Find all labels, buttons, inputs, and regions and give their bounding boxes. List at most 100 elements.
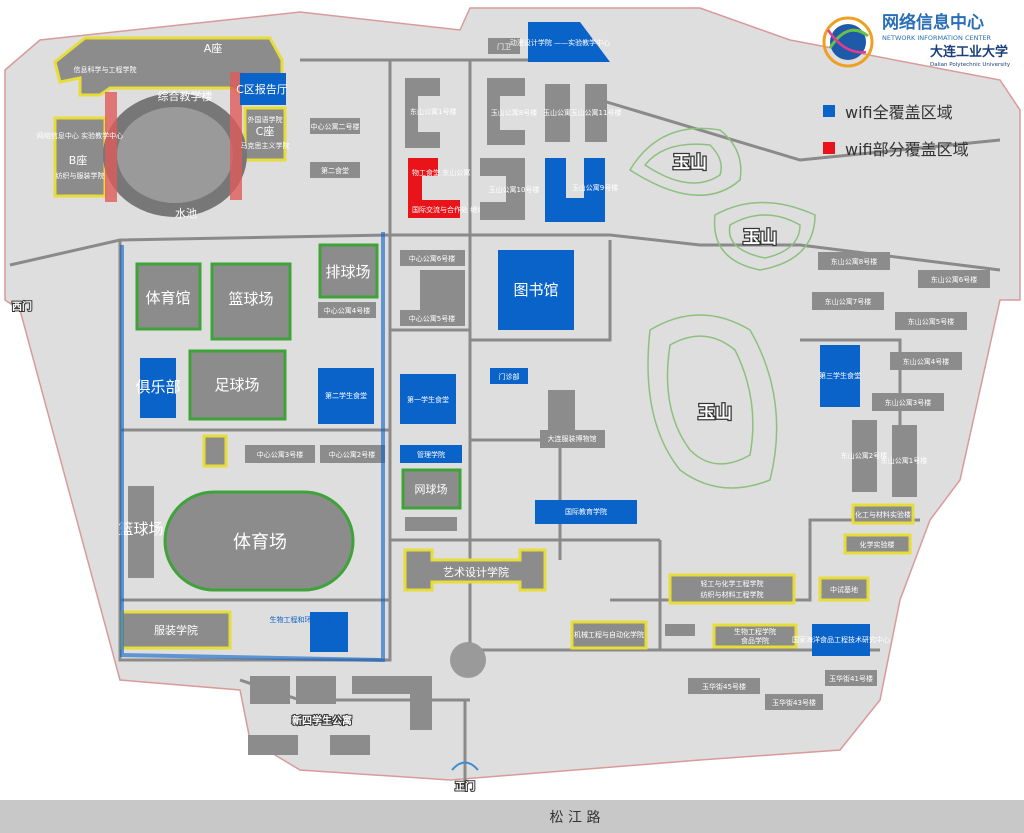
basketball-2-label: 篮球场 xyxy=(118,520,163,538)
red-building-sub-label: 国际交流与合作处 继续教育学院 xyxy=(412,205,512,214)
a-zuo-label: A座 xyxy=(204,41,223,55)
yushan-dorm-a-label: 玉山公寓8号楼 xyxy=(491,108,537,117)
yuhua-45 xyxy=(688,678,760,694)
legend-partial-label: wifi部分覆盖区域 xyxy=(845,140,969,159)
yushan-dorm-a xyxy=(487,78,525,145)
second-canteen-label: 第二学生食堂 xyxy=(325,391,367,400)
west-mid-building-2 xyxy=(310,162,360,178)
yushan-hills xyxy=(628,127,816,489)
logo-title-cn: 网络信息中心 xyxy=(882,12,984,33)
gymnasium-label: 体育馆 xyxy=(145,289,190,307)
bio-training-center xyxy=(310,612,348,652)
tennis-label: 网球场 xyxy=(415,482,448,496)
yuhua-45-label: 玉华街45号楼 xyxy=(702,682,746,691)
club-label: 俱乐部 xyxy=(135,378,180,396)
teaching-complex: C区报告厅 A座 信息科学与工程学院 综合教学楼 C座 外国语学院 马克思主义学… xyxy=(37,36,290,220)
yushan-dorm-9 xyxy=(545,158,605,222)
clinic-label: 门诊部 xyxy=(499,372,520,381)
football-field xyxy=(188,349,287,421)
intl-school xyxy=(535,500,637,524)
textile-label: 纺织与材料工程学院 xyxy=(701,590,764,599)
east-dorm-2 xyxy=(852,420,877,492)
tennis-court xyxy=(401,468,462,510)
stadium-label: 体育场 xyxy=(233,532,287,553)
b-sub-label: 网络信息中心 实验教学中心 xyxy=(37,131,123,140)
yushan-dorm-d xyxy=(480,158,525,220)
dorm-6-wing xyxy=(420,270,465,310)
legend-partial-swatch xyxy=(823,142,835,154)
yushan-dorm-d-label: 玉山公寓10号楼 xyxy=(489,185,540,194)
chem-lab-label: 化学实验楼 xyxy=(860,540,895,549)
hill-label-1: 玉山 xyxy=(673,153,707,173)
small-south-building xyxy=(405,517,457,531)
light-industry-label: 轻工与化学工程学院 xyxy=(701,579,764,588)
second-canteen xyxy=(318,368,374,424)
basketball-court xyxy=(210,262,292,341)
main-gate-label: 正门 xyxy=(455,780,475,793)
dorm-2 xyxy=(320,445,385,463)
east-dorm-7 xyxy=(812,292,884,310)
stadium xyxy=(163,490,355,592)
main-gate-arch xyxy=(451,761,479,771)
water-label: 水池 xyxy=(175,207,197,220)
marine-center-label: 国家海洋食品工程技术研究中心 xyxy=(792,635,890,644)
mech-school-label: 机械工程与自动化学院 xyxy=(574,630,644,639)
yuhua-43 xyxy=(765,694,823,710)
hill-label-2: 玉山 xyxy=(743,228,777,248)
top-small-building-label: 门卫 xyxy=(497,42,511,51)
third-canteen-label: 第三学生食堂 xyxy=(819,371,861,380)
dorm-6-label: 中心公寓6号楼 xyxy=(409,254,455,263)
west-mid-building-1-label: 中心公寓二号楼 xyxy=(311,122,360,131)
light-industry-school xyxy=(668,573,796,605)
art-school xyxy=(403,548,547,592)
new-4-dorms-label: 新四学生公寓 xyxy=(292,714,352,727)
logo-university-cn: 大连工业大学 xyxy=(930,44,1008,60)
east-dorm-6 xyxy=(918,270,990,288)
east-lab xyxy=(851,503,915,525)
small-mid-building xyxy=(665,624,695,636)
east-dorm-3 xyxy=(872,393,944,411)
art-school-label: 艺术设计学院 xyxy=(443,565,509,579)
third-canteen xyxy=(820,345,860,407)
new-4-dorms xyxy=(248,676,432,755)
legend-full-label: wifi全覆盖区域 xyxy=(845,103,953,122)
west-gate-label: 西门 xyxy=(12,300,32,313)
small-yellow-building xyxy=(202,434,228,468)
west-mid-building-1 xyxy=(310,118,360,134)
network-center-logo xyxy=(822,16,874,68)
full-coverage-outline xyxy=(120,232,385,663)
yushan-dorm-b xyxy=(545,84,570,142)
east-dorm-2-label: 东山公寓2号楼 xyxy=(841,451,887,460)
dorm-5 xyxy=(400,310,465,326)
logo-title-en: NETWORK INFORMATION CENTER xyxy=(882,34,992,42)
c-zuo-label: C座 xyxy=(256,124,275,138)
red-partial-building xyxy=(408,158,460,218)
dorm-4 xyxy=(318,302,376,318)
yuhua-41 xyxy=(825,670,877,686)
top-small-building xyxy=(488,38,520,54)
c-sub2-label: 马克思主义学院 xyxy=(241,141,290,150)
east-lab-label: 化工与材料实验楼 xyxy=(855,510,911,519)
info-school-label: 信息科学与工程学院 xyxy=(74,65,137,74)
basketball-label: 篮球场 xyxy=(228,290,273,308)
legend-full-swatch xyxy=(823,105,835,117)
partial-coverage-strip-right xyxy=(230,72,242,200)
library xyxy=(498,250,574,330)
pilot-base-label: 中试基地 xyxy=(830,585,858,594)
partial-coverage-strip-left xyxy=(105,92,117,202)
east-dorm-3-label: 东山公寓3号楼 xyxy=(885,398,931,407)
food-school-label: 食品学院 xyxy=(741,636,769,645)
east-dorm-7-label: 东山公寓7号楼 xyxy=(825,297,871,306)
yushan-dorm-c-label: 玉山公寓11号楼 xyxy=(571,108,622,117)
clinic xyxy=(490,368,528,384)
yushan-dorm-9-label: 玉山公寓9号楼 xyxy=(572,183,618,192)
east-dorm-8-label: 东山公寓8号楼 xyxy=(831,257,877,266)
dorm-2-label: 中心公寓2号楼 xyxy=(329,450,375,459)
yushan-dorm-b-label: 玉山公寓 xyxy=(543,108,571,117)
bio-training-label: 生物工程和环境实训中心 xyxy=(270,615,347,624)
dongshan-left-label: 东山公寓1号楼 xyxy=(410,107,456,116)
logo-university-en: Dalian Polytechnic University xyxy=(930,62,1011,68)
museum-label: 大连服装博物馆 xyxy=(548,434,597,443)
basketball-court-2 xyxy=(128,486,154,578)
